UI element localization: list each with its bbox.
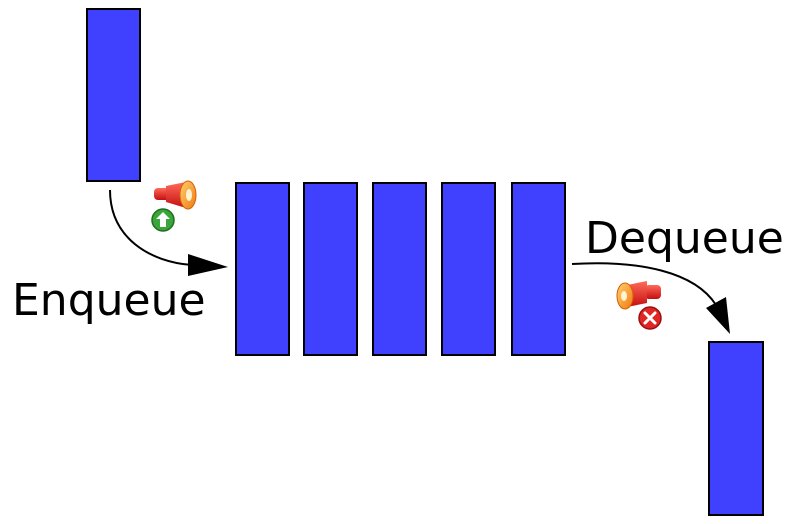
incoming-item [86, 8, 141, 182]
dequeue-label: Dequeue [585, 213, 784, 264]
megaphone-remove-icon [616, 281, 662, 330]
dequeue-arrow [571, 262, 730, 334]
queue-item [303, 182, 358, 356]
queue-item [235, 182, 290, 356]
outgoing-item [708, 341, 764, 516]
enqueue-label: Enqueue [12, 275, 206, 326]
queue-item [511, 182, 566, 356]
enqueue-arrow [109, 189, 228, 276]
queue-items [235, 182, 566, 356]
megaphone-up-icon [151, 180, 197, 232]
queue-item [372, 182, 427, 356]
queue-item [441, 182, 496, 356]
